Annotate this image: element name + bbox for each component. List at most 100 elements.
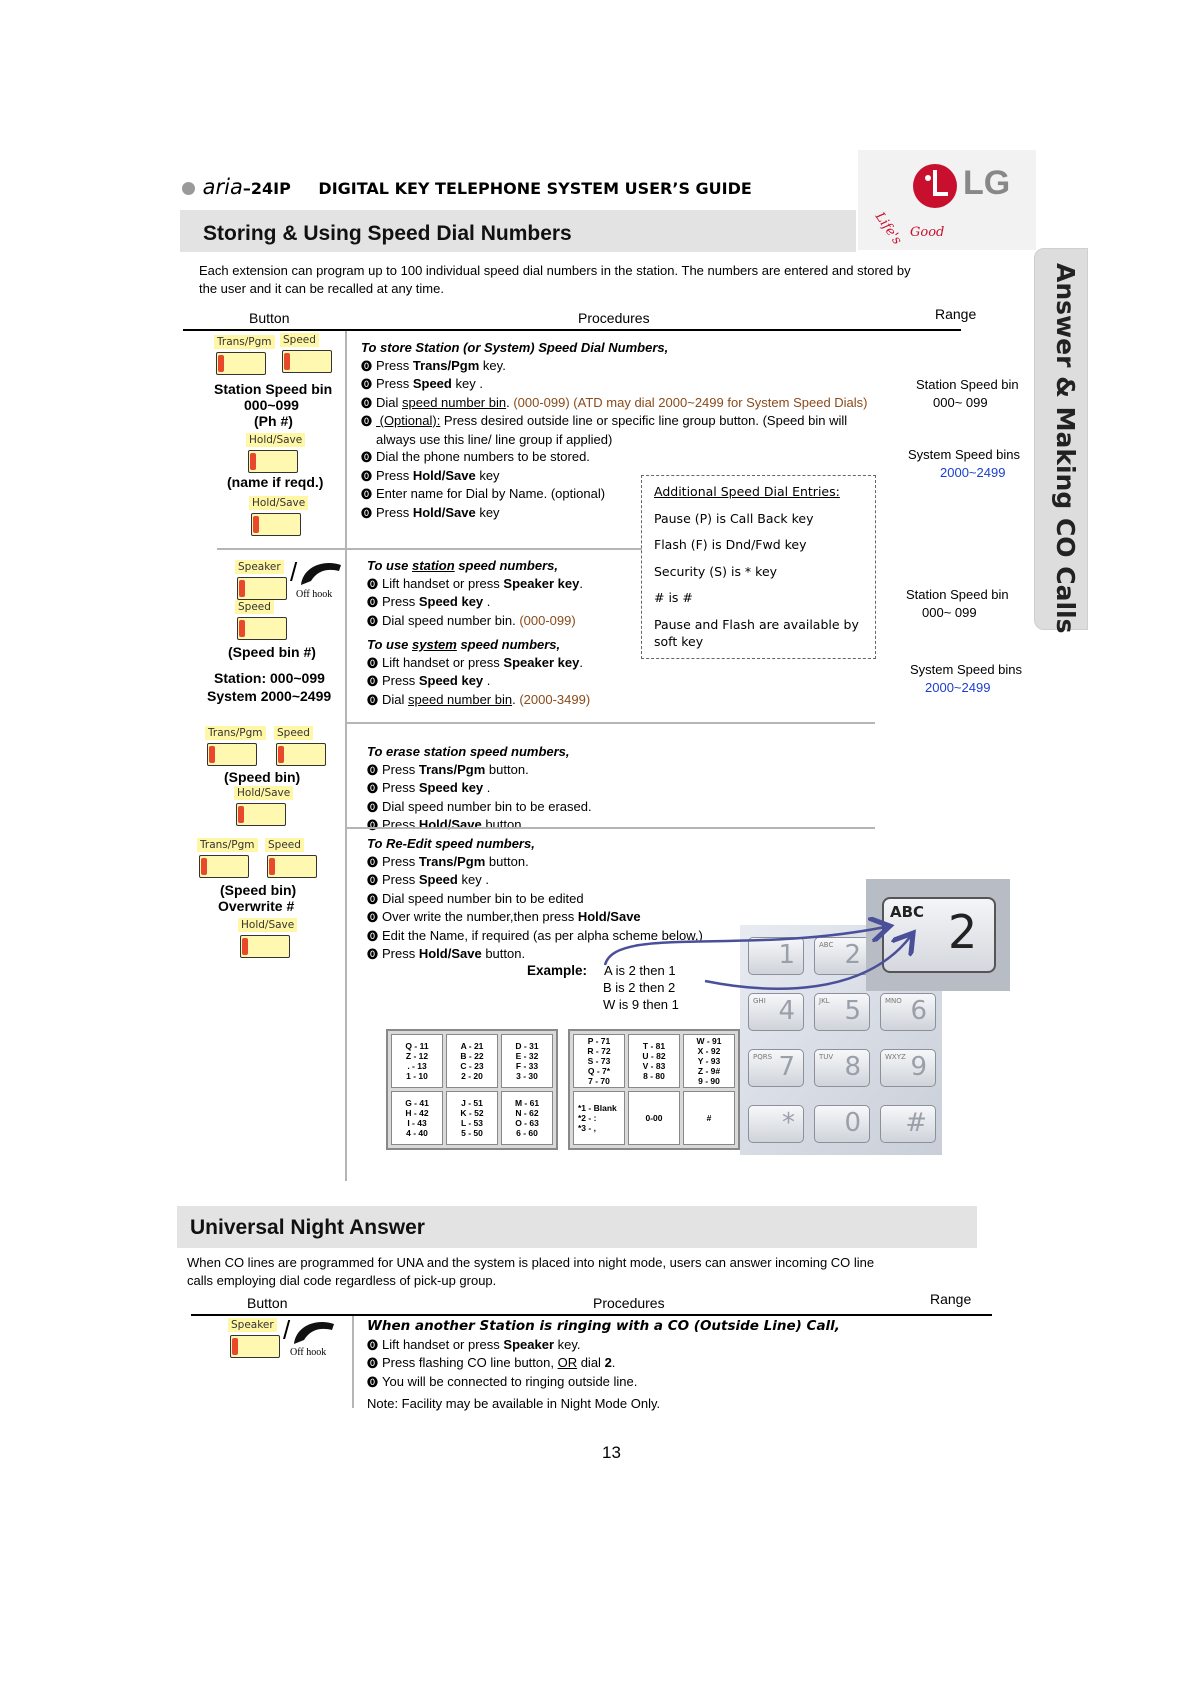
- key-button-face[interactable]: [237, 617, 287, 640]
- key-label: Trans/Pgm: [197, 838, 258, 852]
- side-tab-label: Answer & Making CO Calls: [1051, 263, 1080, 634]
- store-range-1: Station Speed bin: [916, 377, 1019, 392]
- reedit-btn-text-1: (Speed bin): [220, 882, 297, 898]
- keypad-key[interactable]: JKL 5: [814, 993, 870, 1031]
- keypad-key-letters: GHI: [753, 997, 766, 1005]
- hold-save-key[interactable]: Hold/Save: [246, 433, 306, 473]
- step-bullet-icon: ⓿: [367, 782, 378, 795]
- alpha-cell: G - 41 H - 42 I - 43 4 - 40: [391, 1091, 443, 1145]
- trans-pgm-key[interactable]: Trans/Pgm: [214, 335, 275, 375]
- key-button-face[interactable]: [248, 450, 298, 473]
- speed-key[interactable]: Speed: [235, 600, 287, 640]
- additional-title: Additional Speed Dial Entries:: [654, 484, 840, 499]
- step-bullet-icon: ⓿: [367, 693, 378, 707]
- speaker-key[interactable]: Speaker: [235, 560, 287, 600]
- hold-save-key[interactable]: Hold/Save: [238, 918, 298, 958]
- step-bullet-icon: ⓿: [361, 415, 372, 428]
- speed-key[interactable]: Speed: [274, 726, 326, 766]
- keypad-key[interactable]: ABC 2: [814, 937, 870, 975]
- key-button-face[interactable]: [267, 855, 317, 878]
- key-button-face[interactable]: [199, 855, 249, 878]
- example-label: Example:: [527, 963, 588, 978]
- trans-pgm-key[interactable]: Trans/Pgm: [197, 838, 258, 878]
- step-bullet-icon: ⓿: [367, 929, 378, 943]
- trans-pgm-key[interactable]: Trans/Pgm: [205, 726, 266, 766]
- alpha-cell: #: [683, 1091, 735, 1145]
- keypad-key-letters: ABC: [819, 941, 834, 949]
- store-range-4: 2000~2499: [940, 465, 1006, 480]
- store-btn-text-1: Station Speed bin: [214, 381, 333, 397]
- hold-save-key[interactable]: Hold/Save: [234, 786, 294, 826]
- key-button-face[interactable]: [236, 803, 286, 826]
- use-range-3: System Speed bins: [910, 662, 1023, 677]
- store-heading: To store Station (or System) Speed Dial …: [361, 340, 669, 355]
- example-line-2: B is 2 then 2: [603, 980, 676, 995]
- step-bullet-icon: ⓿: [361, 488, 372, 501]
- step-bullet-icon: ⓿: [367, 800, 378, 814]
- una-col-header-range: Range: [930, 1291, 972, 1307]
- key-button-face[interactable]: [216, 352, 266, 375]
- use-system-heading: To use system speed numbers,: [367, 637, 561, 652]
- key-label: Speed: [274, 726, 313, 740]
- alpha-cell: D - 31 E - 32 F - 33 3 - 30: [501, 1034, 553, 1088]
- keypad-key-digit: #: [905, 1108, 927, 1138]
- keypad-key[interactable]: GHI 4: [748, 993, 804, 1031]
- step-bullet-icon: ⓿: [361, 378, 372, 391]
- step-bullet-icon: ⓿: [361, 469, 372, 483]
- logo-slogan-art: Life's: [871, 209, 904, 248]
- speaker-key[interactable]: Speaker: [228, 1318, 280, 1358]
- example-arrows: [603, 905, 955, 990]
- speed-key[interactable]: Speed: [265, 838, 317, 878]
- alpha-cell: P - 71 R - 72 S - 73 Q - 7* 7 - 70: [573, 1034, 625, 1088]
- alpha-cell: 0-00: [628, 1091, 680, 1145]
- key-button-face[interactable]: [251, 513, 301, 536]
- key-button-face[interactable]: [230, 1335, 280, 1358]
- keypad-key[interactable]: 1: [748, 937, 804, 975]
- bullet-dot-icon: [182, 182, 195, 195]
- side-tab[interactable]: Answer & Making CO Calls: [1034, 248, 1088, 634]
- keypad-key-digit: 4: [778, 996, 795, 1026]
- store-procedure: To store Station (or System) Speed Dial …: [361, 339, 868, 522]
- additional-line-2: Flash (F) is Dnd/Fwd key: [654, 537, 807, 552]
- key-label: Speaker: [228, 1318, 277, 1332]
- una-intro-2: calls employing dial code regardless of …: [187, 1273, 497, 1288]
- slash-separator: /: [283, 1315, 291, 1345]
- keypad-key[interactable]: #: [880, 1105, 936, 1143]
- key-label: Hold/Save: [246, 433, 306, 447]
- keypad-key[interactable]: *: [748, 1105, 804, 1143]
- hold-save-key[interactable]: Hold/Save: [249, 496, 309, 536]
- step-bullet-icon: ⓿: [367, 874, 378, 887]
- keypad-key[interactable]: 0: [814, 1105, 870, 1143]
- keypad-key-letters: JKL: [819, 997, 830, 1005]
- speed-key[interactable]: Speed: [280, 333, 332, 373]
- key-label: Hold/Save: [234, 786, 294, 800]
- step-bullet-icon: ⓿: [367, 596, 378, 609]
- row-divider: [345, 827, 875, 829]
- keypad-key-digit: 2: [844, 940, 861, 970]
- keypad-key-letters: TUV: [819, 1053, 834, 1061]
- key-button-face[interactable]: [207, 743, 257, 766]
- row-divider: [345, 722, 875, 724]
- key-button-face[interactable]: [240, 935, 290, 958]
- key-button-face[interactable]: [282, 350, 332, 373]
- additional-line-3: Security (S) is * key: [654, 564, 778, 579]
- keypad-key-digit: 5: [844, 996, 861, 1026]
- key-button-face[interactable]: [237, 577, 287, 600]
- additional-line-4: # is #: [654, 590, 693, 605]
- key-button-face[interactable]: [276, 743, 326, 766]
- step-bullet-icon: ⓿: [361, 506, 372, 520]
- keypad-grid: 1ABC2DEF3GHI4JKL5MNO6PQRS7TUV8WXYZ9*0#: [748, 937, 936, 1143]
- col-header-range: Range: [935, 306, 977, 322]
